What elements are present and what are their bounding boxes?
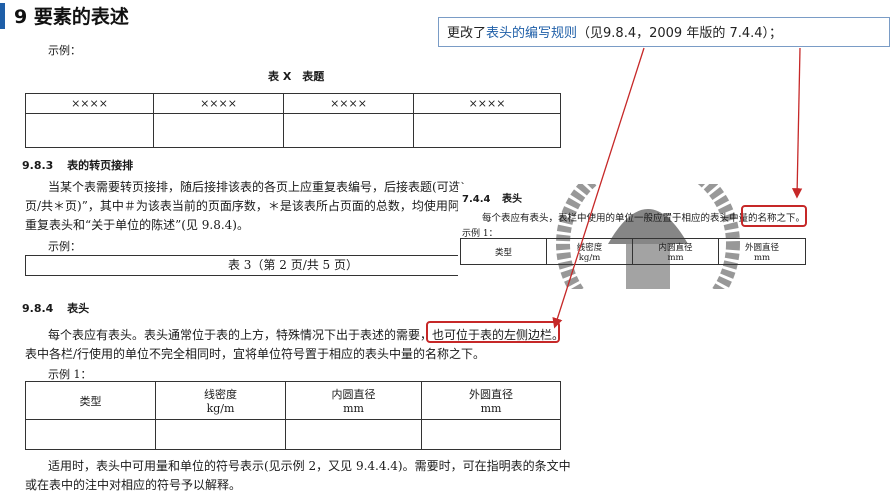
section-984-line1: 每个表应有表头。表头通常位于表的上方，特殊情况下出于表述的需要，也可位于表的左侧… xyxy=(48,326,564,345)
header-cell-type: 类型 xyxy=(25,381,156,420)
header-name: 线密度 xyxy=(204,388,237,401)
highlight-left-stub xyxy=(426,321,560,343)
header-unit: mm xyxy=(343,402,364,415)
empty-cell xyxy=(25,419,156,450)
empty-cell xyxy=(155,419,286,450)
section-983-line3: 重复表头和“关于单位的陈述”(见 9.8.4)。 xyxy=(25,218,249,232)
empty-cell xyxy=(421,419,561,450)
callout-prefix: 更改了 xyxy=(447,26,487,41)
section-984-line2: 表中各栏/行使用的单位不完全相同时，宜将单位符号置于相应的表头中量的名称之下。 xyxy=(25,347,486,361)
inset-line-text: 每个表应有表头，表栏中使用的单位一般应置于相应的表头中量的 xyxy=(482,213,758,224)
header-name: 线密度 xyxy=(576,242,603,253)
example-label-984: 示例 1： xyxy=(48,368,92,381)
change-callout: 更改了表头的编写规则（见9.8.4，2009 年版的 7.4.4）； xyxy=(438,17,890,47)
seal-watermark-icon xyxy=(556,184,740,289)
example-label-top: 示例： xyxy=(48,44,81,57)
section-984-note-line2: 或在表中的注中对相应的符号予以解释。 xyxy=(25,478,242,492)
section-number: 9.8.4 xyxy=(22,302,54,315)
inset-heading: 7.4.4 表头 xyxy=(462,190,522,205)
callout-suffix: （见9.8.4，2009 年版的 7.4.4）； xyxy=(577,26,783,41)
section-983-heading: 9.8.3 表的转页接排 xyxy=(22,157,133,173)
header-name: 外圆直径 xyxy=(744,242,779,253)
section-984-heading: 9.8.4 表头 xyxy=(22,300,89,316)
page-title: 9 要素的表述 xyxy=(14,6,129,28)
inset-name-below-phrase: 名称之下。 xyxy=(757,213,806,224)
placeholder-header-cell: ×××× xyxy=(153,93,284,114)
empty-cell xyxy=(285,419,422,450)
header-name: 类型 xyxy=(494,247,512,258)
empty-cell xyxy=(283,113,414,148)
section-title: 表的转页接排 xyxy=(67,159,134,172)
highlight-below-name xyxy=(741,205,807,227)
empty-cell xyxy=(25,113,154,148)
inset-example-label: 示例 1： xyxy=(462,229,498,239)
header-unit: kg/m xyxy=(578,252,601,263)
inset-2009-excerpt: 7.4.4 表头 每个表应有表头，表栏中使用的单位一般应置于相应的表头中量的名称… xyxy=(458,184,808,289)
example-label-983: 示例： xyxy=(48,240,81,253)
title-accent-bar xyxy=(0,3,5,29)
header-unit: mm xyxy=(667,252,684,263)
section-983-line2: 页/共＊页)”，其中＃为该表当前的页面序数，＊是该表所占页面的总数，均使用阿 xyxy=(25,199,458,213)
section-983-line1: 当某个表需要转页接排，随后接排该表的各页上应重复表编号，后接表题(可选) xyxy=(48,180,466,194)
header-name: 外圆直径 xyxy=(469,388,513,401)
empty-cell xyxy=(153,113,284,148)
header-cell-type: 类型 xyxy=(460,238,547,265)
header-name: 内圆直径 xyxy=(331,388,376,401)
placeholder-header-cell: ×××× xyxy=(25,93,154,114)
header-unit: kg/m xyxy=(206,402,235,415)
section-number: 7.4.4 xyxy=(462,194,491,205)
placeholder-header-cell: ×××× xyxy=(413,93,561,114)
placeholder-header-cell: ×××× xyxy=(283,93,414,114)
header-name: 内圆直径 xyxy=(658,242,693,253)
table-caption-top: 表 X 表题 xyxy=(268,70,325,83)
placeholder-table: ×××× ×××× ×××× ×××× xyxy=(25,93,561,148)
empty-cell xyxy=(413,113,561,148)
section-title: 表头 xyxy=(67,302,90,315)
callout-highlight: 表头的编写规则 xyxy=(486,26,578,41)
section-984-note-line1: 适用时，表头中可用量和单位的符号表示(见示例 2，又见 9.4.4.4)。需要时… xyxy=(48,459,571,473)
arrow-to-below-name-icon xyxy=(791,47,803,199)
header-unit: mm xyxy=(753,252,771,263)
section-title: 表头 xyxy=(501,194,522,205)
header-unit: mm xyxy=(480,402,502,415)
section-number: 9.8.3 xyxy=(22,159,54,172)
left-stub-phrase: 也可位于表的左侧边栏。 xyxy=(432,328,565,342)
header-name: 类型 xyxy=(79,394,102,408)
section-984-line1-text: 每个表应有表头。表头通常位于表的上方，特殊情况下出于表述的需要， xyxy=(48,328,433,342)
